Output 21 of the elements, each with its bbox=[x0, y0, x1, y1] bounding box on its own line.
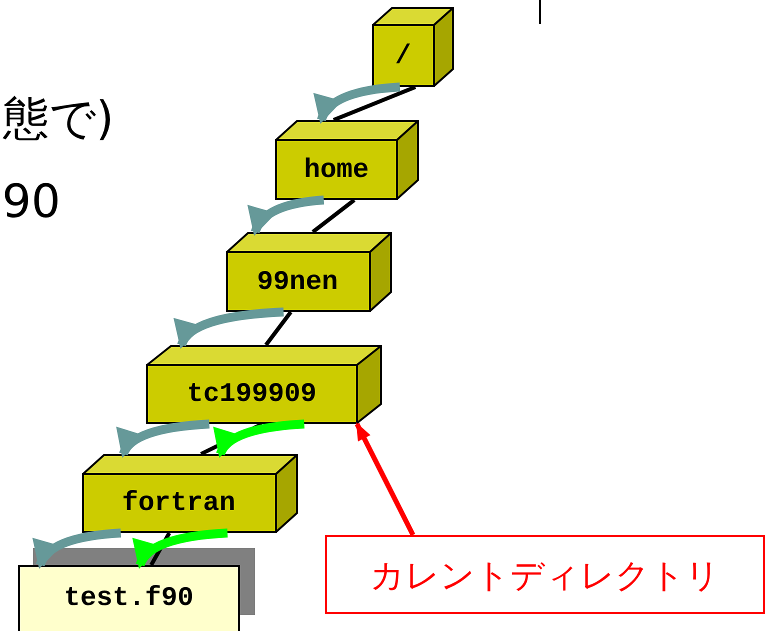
directory-name: fortran bbox=[122, 491, 236, 518]
arrow bbox=[35, 528, 122, 569]
directory-name: 99nen bbox=[257, 270, 338, 297]
arrow bbox=[316, 82, 400, 124]
arrow bbox=[135, 528, 228, 569]
callout-text: カレントディレクトリ bbox=[370, 559, 720, 593]
connector-line bbox=[264, 310, 292, 346]
arrow bbox=[250, 196, 324, 236]
arrow bbox=[354, 422, 416, 536]
partial-text: 90 bbox=[2, 178, 61, 224]
directory-name: test.f90 bbox=[64, 586, 194, 613]
partial-text: 態で) bbox=[3, 95, 114, 141]
arrow bbox=[176, 308, 284, 349]
directory-name: tc199909 bbox=[187, 382, 317, 409]
arrow bbox=[119, 420, 210, 458]
connector-line bbox=[149, 532, 172, 566]
directory-name: / bbox=[395, 44, 412, 71]
directory-name: home bbox=[304, 158, 369, 185]
connector-line bbox=[332, 85, 416, 122]
arrow bbox=[216, 420, 305, 458]
connector-line bbox=[312, 198, 356, 234]
